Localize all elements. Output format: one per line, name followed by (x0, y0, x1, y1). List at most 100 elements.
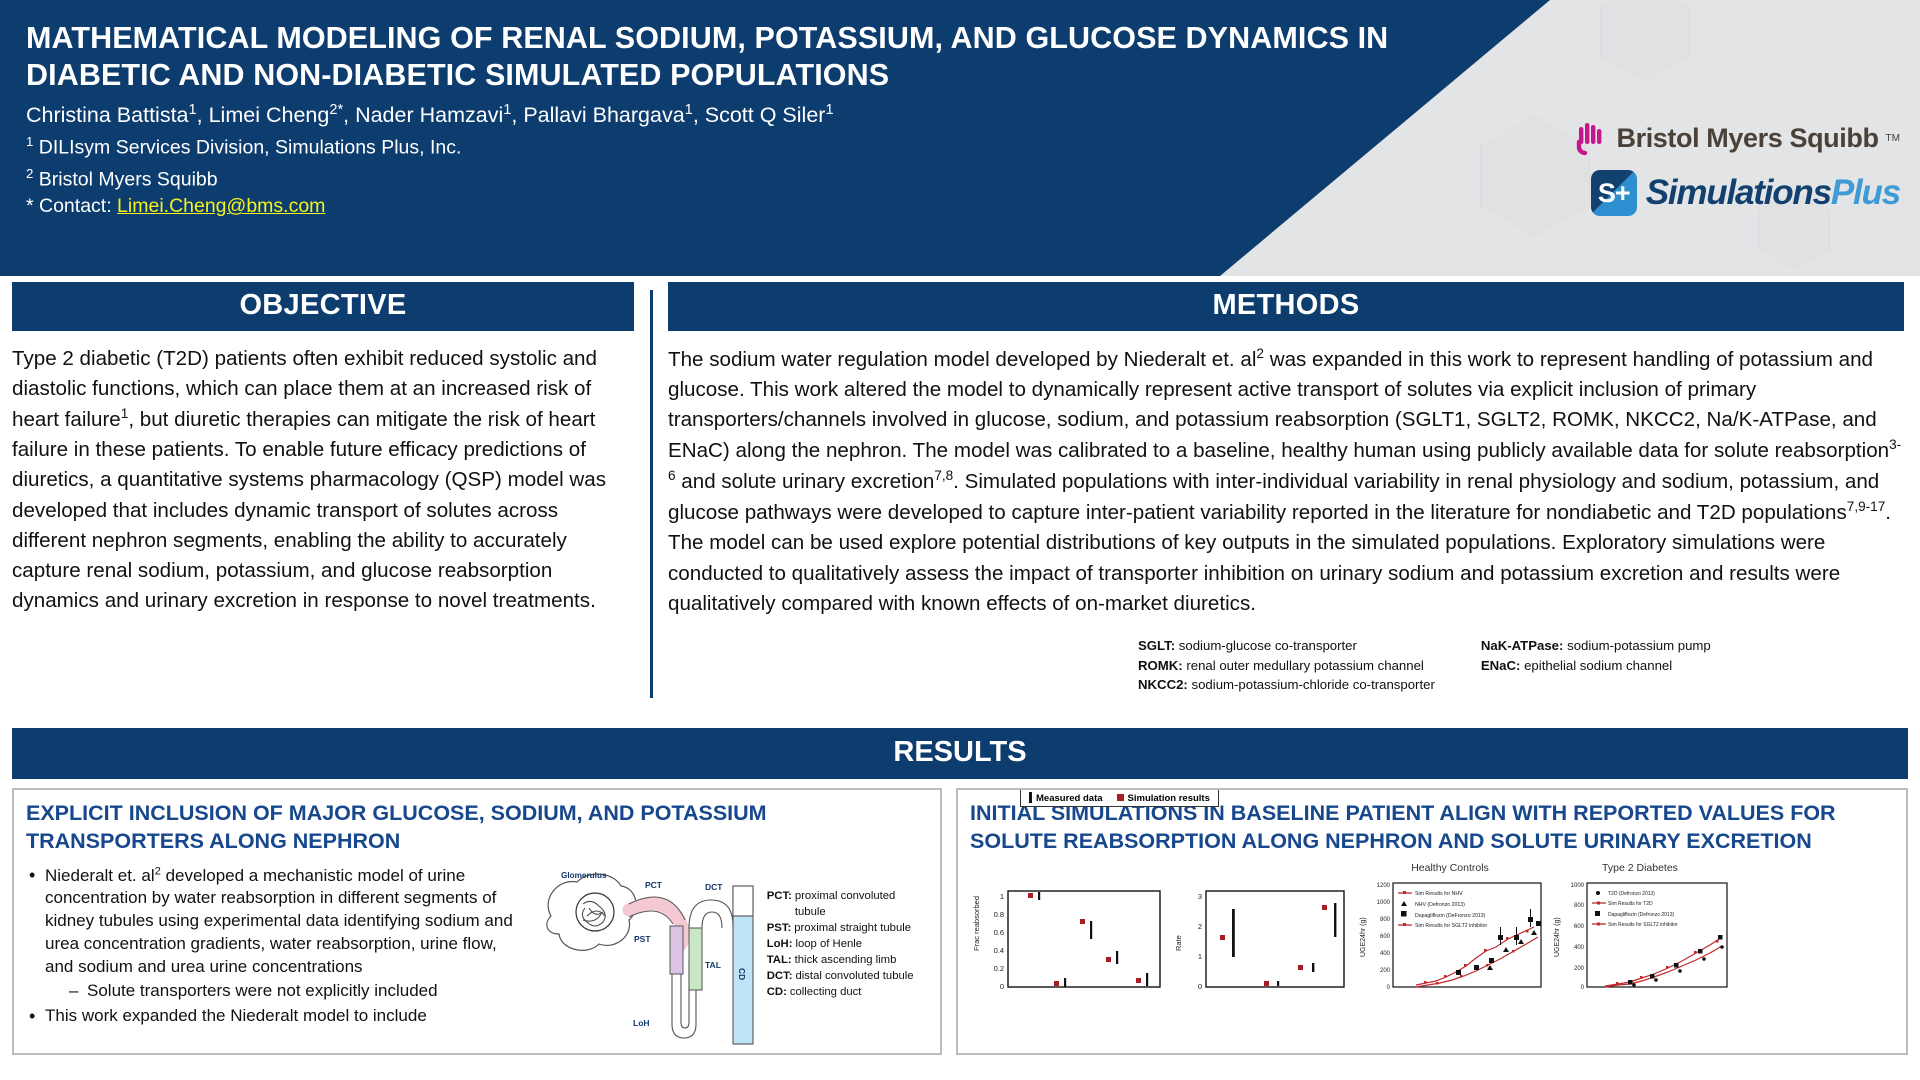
nephron-diagram: Glomerulus PCT PST LoH TAL DCT CD (533, 864, 761, 1053)
svg-text:0.6: 0.6 (994, 928, 1004, 937)
chart-3-legend: Sim Results for NHV NHV (Defronzo 2013) … (1398, 890, 1488, 929)
svg-text:800: 800 (1574, 903, 1585, 909)
simulations-plus-wordmark: SimulationsPlus (1646, 173, 1901, 213)
svg-text:Sim Results for T2D: Sim Results for T2D (1608, 901, 1653, 907)
chart-3-title: Healthy Controls (1411, 861, 1489, 874)
svg-text:Dapagliflozin (Defronzo 2013): Dapagliflozin (Defronzo 2013) (1608, 912, 1674, 918)
chart-shared-legend: Measured data Simulation results (1020, 790, 1219, 807)
simulations-plus-mark-icon: S+ (1590, 170, 1637, 216)
abbr-term: ENaC: (1480, 657, 1521, 673)
nephron-key-item: DCT:distal convoluted tubule (767, 968, 928, 984)
key-def: proximal straight tubule (794, 921, 912, 934)
abbreviation-column-2: NaK-ATPase: sodium-potassium pump ENaC: … (1481, 636, 1711, 695)
label-tal: TAL (705, 960, 721, 970)
svg-text:200: 200 (1380, 968, 1391, 974)
legend-simulation: Simulation results (1116, 793, 1210, 804)
svg-text:1: 1 (1198, 952, 1202, 961)
bms-wordmark: Bristol Myers Squibb (1616, 122, 1879, 153)
chart-4-ylabel: UGE24hr (g) (1554, 917, 1561, 957)
chart-2-ylabel: Rate (1174, 935, 1183, 951)
abbreviation-key: SGLT: sodium-glucose co-transporter ROMK… (668, 636, 1904, 695)
abbr-def: epithelial sodium channel (1524, 657, 1673, 673)
chart-rate: Rate 3 2 1 0 (1172, 862, 1350, 1000)
svg-text:Sim Results for NHV: Sim Results for NHV (1415, 891, 1463, 897)
abbr-term: ROMK: (1138, 657, 1183, 673)
charts-row: Measured data Simulation results Frac re… (970, 790, 1894, 1000)
svg-text:400: 400 (1574, 945, 1585, 951)
abbr-term: NKCC2: (1138, 677, 1188, 693)
nephron-abbreviation-key: PCT:proximal convoluted tubule PST:proxi… (767, 864, 928, 1053)
svg-text:0: 0 (1581, 985, 1585, 991)
page-title: MATHEMATICAL MODELING OF RENAL SODIUM, P… (26, 21, 1389, 93)
abbr-term: SGLT: (1138, 637, 1176, 653)
svg-text:0: 0 (1387, 985, 1391, 991)
svg-text:Dapagliflozin (DeFronzo 2013): Dapagliflozin (DeFronzo 2013) (1415, 913, 1486, 919)
abbreviation-column-1: SGLT: sodium-glucose co-transporter ROMK… (1138, 636, 1435, 695)
top-sections: OBJECTIVE Type 2 diabetic (T2D) patients… (0, 276, 1920, 720)
contact-email-link[interactable]: Limei.Cheng@bms.com (117, 195, 326, 218)
measured-data-icon (1029, 792, 1032, 803)
abbr-term: NaK-ATPase: (1480, 637, 1564, 653)
left-panel-bullets: Niederalt et. al2 developed a mechanisti… (26, 863, 529, 1053)
column-divider (650, 290, 653, 698)
left-panel-content: Niederalt et. al2 developed a mechanisti… (26, 863, 928, 1053)
results-panel-right: INITIAL SIMULATIONS IN BASELINE PATIENT … (956, 788, 1908, 1055)
chart-2-title (1172, 862, 1350, 875)
chart-healthy-controls: Healthy Controls UGE24hr (g) 1200 1000 8… (1356, 862, 1544, 1000)
logo-group: Bristol Myers Squibb TM S+ SimulationsPlu… (1480, 118, 1901, 216)
svg-text:1000: 1000 (1571, 883, 1585, 889)
bristol-myers-squibb-logo: Bristol Myers Squibb TM (1480, 118, 1900, 158)
label-cd: CD (737, 968, 747, 980)
label-pct: PCT (645, 880, 663, 890)
nephron-key-item: PCT:proximal convoluted tubule (767, 888, 928, 920)
svg-text:0.8: 0.8 (994, 910, 1004, 919)
header-text-block: MATHEMATICAL MODELING OF RENAL SODIUM, P… (0, 0, 1920, 218)
abbreviation-item: ENaC: epithelial sodium channel (1481, 656, 1711, 676)
svg-text:0.4: 0.4 (994, 946, 1004, 955)
chart-1-ylabel: Frac reabsorbed (972, 896, 981, 951)
objective-heading: OBJECTIVE (12, 282, 634, 331)
bullet-text: This work expanded the Niederalt model t… (45, 1006, 427, 1026)
svg-text:3: 3 (1198, 892, 1202, 901)
key-def: proximal convoluted tubule (794, 889, 896, 918)
affiliation-2: 2 Bristol Myers Squibb (26, 165, 218, 191)
svg-text:0.2: 0.2 (994, 964, 1004, 973)
chart-3-ylabel: UGE24hr (g) (1360, 917, 1367, 957)
key-def: distal convoluted tubule (795, 970, 914, 983)
chart-type-2-diabetes: Type 2 Diabetes UGE24hr (g) 1000 800 600… (1550, 862, 1730, 1000)
svg-text:Sim Results for SGLT2 inhibito: Sim Results for SGLT2 inhibitor (1608, 922, 1678, 928)
abbreviation-item: NKCC2: sodium-potassium-chloride co-tran… (1138, 675, 1435, 695)
svg-text:1200: 1200 (1377, 883, 1391, 889)
abbr-def: sodium-potassium-chloride co-transporter (1191, 677, 1435, 693)
abbreviation-item: SGLT: sodium-glucose co-transporter (1138, 636, 1435, 656)
bms-trademark: TM (1885, 132, 1900, 144)
simulation-results-icon (1116, 793, 1124, 801)
svg-text:1000: 1000 (1377, 900, 1391, 906)
sp-word-plus: Plus (1830, 173, 1901, 212)
svg-text:600: 600 (1574, 924, 1585, 930)
chart-2-svg: Rate 3 2 1 0 (1174, 890, 1345, 991)
abbr-def: sodium-potassium pump (1567, 637, 1711, 653)
svg-text:200: 200 (1574, 966, 1585, 972)
legend-measured: Measured data (1029, 792, 1103, 804)
label-pst: PST (634, 934, 651, 944)
objective-body: Type 2 diabetic (T2D) patients often exh… (12, 347, 607, 613)
abbreviation-item: NaK-ATPase: sodium-potassium pump (1481, 636, 1711, 656)
poster-header: MATHEMATICAL MODELING OF RENAL SODIUM, P… (0, 0, 1920, 276)
results-body: EXPLICIT INCLUSION OF MAJOR GLUCOSE, SOD… (0, 779, 1920, 1055)
methods-column: METHODS The sodium water regulation mode… (650, 282, 1920, 720)
svg-text:1: 1 (1000, 892, 1004, 901)
svg-text:T2D (Defronzo 2013): T2D (Defronzo 2013) (1608, 891, 1655, 897)
svg-text:NHV (Defronzo 2013): NHV (Defronzo 2013) (1415, 902, 1465, 908)
results-heading: RESULTS (12, 728, 1908, 779)
key-term: PCT: (766, 889, 792, 902)
abbreviation-item: ROMK: renal outer medullary potassium ch… (1138, 656, 1435, 676)
affiliation-1: 1 DILIsym Services Division, Simulations… (26, 133, 462, 159)
list-item: Niederalt et. al2 developed a mechanisti… (26, 863, 529, 1003)
methods-body: The sodium water regulation model develo… (668, 346, 1902, 615)
nephron-key-item: CD:collecting duct (767, 984, 928, 1000)
author-list: Christina Battista1, Limei Cheng2*, Nade… (26, 102, 834, 128)
list-item: This work expanded the Niederalt model t… (26, 1004, 529, 1028)
svg-text:0: 0 (1000, 982, 1004, 991)
sub-list-item: Solute transporters were not explicitly … (69, 980, 529, 1003)
